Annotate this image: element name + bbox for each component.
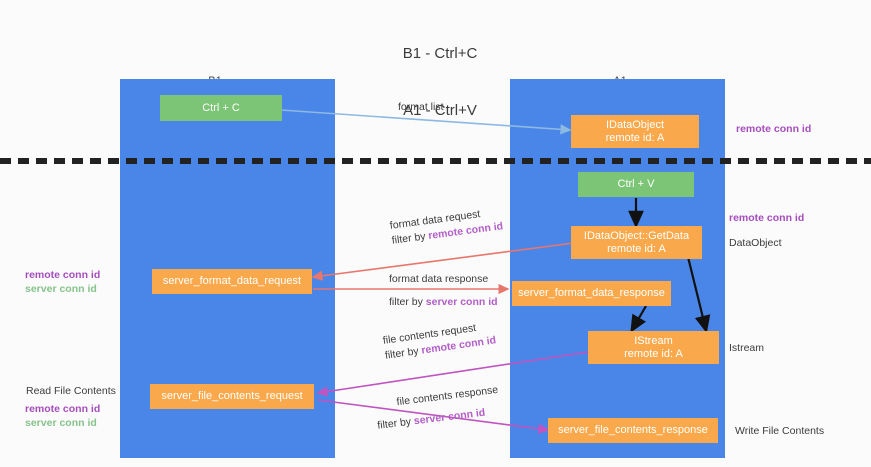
node-ctrl-v[interactable]: Ctrl + V: [578, 172, 694, 197]
node-idataobject[interactable]: IDataObject remote id: A: [571, 115, 699, 148]
side-label-remote-conn-id-top: remote conn id: [736, 123, 812, 135]
node-server-file-contents-response-label: server_file_contents_response: [558, 424, 708, 436]
node-getdata[interactable]: IDataObject::GetData remote id: A: [571, 226, 702, 259]
page-title-line1: B1 - Ctrl+C: [402, 45, 478, 62]
node-istream[interactable]: IStream remote id: A: [588, 331, 719, 364]
node-getdata-sub: remote id: A: [607, 242, 666, 255]
node-server-file-contents-request-label: server_file_contents_request: [161, 390, 303, 402]
annotation-format-list: format list: [398, 100, 444, 115]
annotation-file-contents-request: file contents request filter by remote c…: [382, 318, 497, 363]
node-idataobject-label: IDataObject: [605, 118, 665, 131]
node-server-format-data-response[interactable]: server_format_data_response: [512, 281, 671, 306]
side-label-left-remote-conn-id: remote conn id: [25, 269, 101, 281]
node-istream-label: IStream: [634, 334, 673, 347]
node-getdata-label: IDataObject::GetData: [583, 229, 690, 242]
annotation-format-list-text: format list: [398, 101, 444, 113]
node-ctrl-c[interactable]: Ctrl + C: [160, 95, 282, 121]
annotation-format-data-response-filter: filter by server conn id: [389, 295, 498, 310]
node-istream-sub: remote id: A: [624, 347, 683, 360]
filter-key-server-conn-id: server conn id: [425, 296, 498, 308]
annotation-file-contents-response-filter: filter by server conn id: [377, 404, 502, 434]
side-label-left-remote-conn-id-2: remote conn id: [25, 403, 101, 415]
node-server-format-data-request[interactable]: server_format_data_request: [152, 269, 312, 294]
filter-key-server-conn-id: server conn id: [413, 406, 486, 428]
node-server-format-data-response-label: server_format_data_response: [518, 287, 665, 299]
annotation-format-data-request: format data request filter by remote con…: [389, 204, 504, 248]
side-label-read-file-contents: Read File Contents: [26, 385, 116, 397]
annotation-format-data-response-text: format data response: [389, 273, 489, 285]
filter-prefix: filter by: [391, 230, 430, 247]
annotation-format-data-response: format data response filter by server co…: [389, 272, 498, 310]
node-idataobject-sub: remote id: A: [605, 131, 665, 144]
filter-prefix: filter by: [389, 296, 426, 308]
node-ctrl-v-label: Ctrl + V: [617, 178, 655, 190]
node-server-file-contents-response[interactable]: server_file_contents_response: [548, 418, 718, 443]
node-server-file-contents-request[interactable]: server_file_contents_request: [150, 384, 314, 409]
node-ctrl-c-label: Ctrl + C: [202, 101, 240, 114]
side-label-istream: Istream: [729, 342, 765, 354]
filter-prefix: filter by: [384, 344, 423, 362]
side-label-left-server-conn-id-2: server conn id: [25, 417, 97, 429]
filter-prefix: filter by: [376, 415, 415, 432]
side-label-dataobject: DataObject: [729, 237, 782, 249]
side-label-left-server-conn-id: server conn id: [25, 283, 97, 295]
side-label-write-file-contents: Write File Contents: [735, 425, 825, 437]
node-server-format-data-request-label: server_format_data_request: [162, 275, 302, 287]
side-label-remote-conn-id-mid: remote conn id: [729, 212, 805, 224]
annotation-file-contents-response: file contents response filter by server …: [374, 383, 502, 434]
